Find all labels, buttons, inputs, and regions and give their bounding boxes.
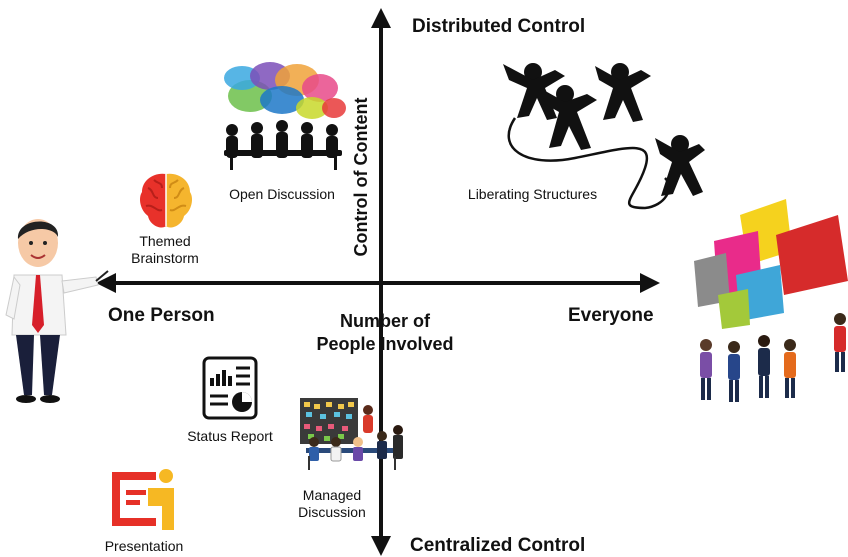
vertical-axis-label: Control of Content [351, 97, 371, 257]
left-axis-label: One Person [108, 305, 215, 326]
themed-brainstorm-label: Themed Brainstorm [115, 233, 215, 267]
status-report-icon [202, 356, 258, 420]
open-discussion-label: Open Discussion [229, 186, 335, 202]
liberating-structures-label: Liberating Structures [467, 186, 598, 202]
horizontal-axis-label-line2: People Involved [316, 334, 454, 354]
presenter-man-illustration [5, 219, 109, 403]
group-chat-illustration [694, 199, 848, 402]
right-axis-label: Everyone [568, 305, 654, 326]
horizontal-axis-label-line1: Number of [340, 311, 430, 331]
brain-icon [140, 173, 192, 228]
status-report-label: Status Report [187, 428, 273, 444]
managed-discussion-label: Managed Discussion [282, 487, 382, 521]
open-discussion-illustration [224, 62, 346, 170]
bottom-axis-label: Centralized Control [410, 535, 586, 556]
horizontal-axis-label: Number of People Involved [290, 310, 480, 356]
presentation-label: Presentation [104, 538, 184, 554]
liberating-structures-illustration [503, 63, 705, 210]
managed-discussion-illustration [300, 398, 403, 470]
presentation-icon [112, 469, 174, 530]
top-axis-label: Distributed Control [412, 16, 586, 37]
themed-brainstorm-line1: Themed [139, 233, 191, 249]
themed-brainstorm-line2: Brainstorm [131, 250, 199, 266]
managed-discussion-line1: Managed [302, 487, 362, 503]
managed-discussion-line2: Discussion [298, 504, 366, 520]
